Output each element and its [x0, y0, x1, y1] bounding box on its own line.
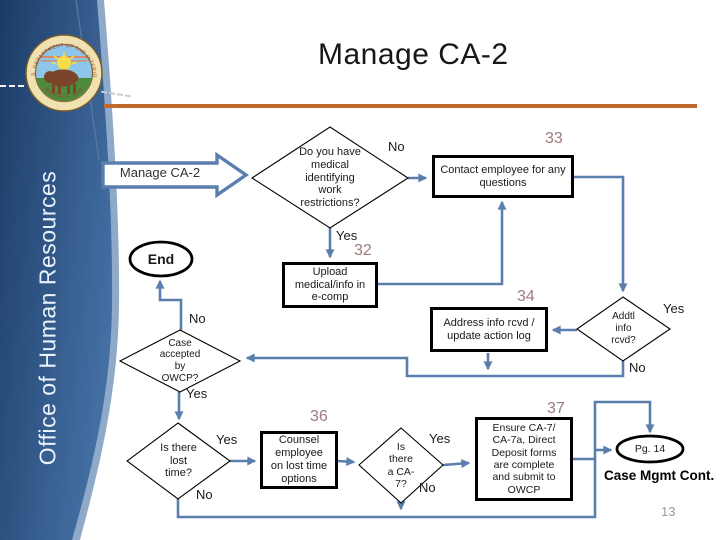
case-diamond-label: Case accepted by OWCP?	[159, 337, 201, 384]
addtl-diamond-shape	[576, 296, 671, 362]
step-number-33: 33	[545, 130, 563, 147]
address-box: Address info rcvd / update action log	[430, 307, 548, 352]
case-diamond-shape	[118, 329, 242, 393]
ca7-no-label: No	[419, 480, 436, 495]
addtl-no-label: No	[629, 360, 646, 375]
doi-seal: U.S. DEPARTMENT OF THE INTERIOR MARCH 3,…	[25, 34, 103, 112]
pg14-oval-shape	[615, 434, 685, 464]
case-mgmt-note: Case Mgmt Cont.	[604, 468, 715, 483]
upload-box: Upload medical/info in e-comp	[282, 262, 378, 308]
step-number-34: 34	[517, 288, 535, 305]
connector-upload-to-contact	[377, 200, 507, 286]
restrictions-diamond-label: Do you have medical identifying work res…	[299, 145, 361, 210]
restrictions-diamond-shape	[250, 126, 410, 229]
slide-title: Manage CA-2	[318, 38, 509, 71]
step-number-32: 32	[354, 242, 372, 259]
pg14-oval-label: Pg. 14	[634, 443, 666, 456]
counsel-box: Counsel employee on lost time options	[260, 431, 338, 489]
addtl-diamond-label: Addtl info rcvd?	[611, 311, 636, 346]
ensure-box: Ensure CA-7/ CA-7a, Direct Deposit forms…	[475, 417, 573, 501]
entry-arrow-shape	[101, 151, 249, 199]
connector-addtl-no-to-case	[245, 353, 625, 378]
end-oval-shape	[128, 240, 194, 278]
ca7-diamond-label: Is there a CA- 7?	[387, 440, 415, 490]
sidebar-navy-shape	[0, 0, 113, 540]
addtl-yes-label: Yes	[663, 301, 685, 316]
sidebar-swoosh	[0, 0, 120, 540]
connector-counsel-to-ca7	[336, 457, 356, 467]
end-oval-label: End	[147, 251, 175, 268]
losttime-yes-label: Yes	[216, 432, 238, 447]
connector-ca7-yes-to-ensure	[442, 459, 471, 469]
step-number-37: 37	[547, 400, 565, 417]
accent-rule	[104, 104, 697, 108]
step-number-36: 36	[310, 408, 328, 425]
entry-arrow-label: Manage CA-2	[119, 165, 201, 180]
connector-case-no-to-end	[155, 279, 183, 330]
slide-page-number: 13	[661, 504, 676, 519]
restrictions-yes-label: Yes	[336, 228, 358, 243]
case-yes-label: Yes	[186, 386, 208, 401]
ca7-diamond-shape	[358, 427, 444, 504]
connector-contact-to-addtl	[573, 175, 628, 293]
decor-dash-left	[0, 85, 24, 87]
losttime-diamond-shape	[126, 422, 231, 500]
contact-box: Contact employee for any questions	[432, 155, 574, 198]
ca7-yes-label: Yes	[429, 431, 451, 446]
restrictions-no-label: No	[388, 139, 405, 154]
bison-icon	[44, 69, 79, 94]
losttime-diamond-label: Is there lost time?	[160, 441, 197, 480]
case-no-label: No	[189, 311, 206, 326]
losttime-no-label: No	[196, 487, 213, 502]
